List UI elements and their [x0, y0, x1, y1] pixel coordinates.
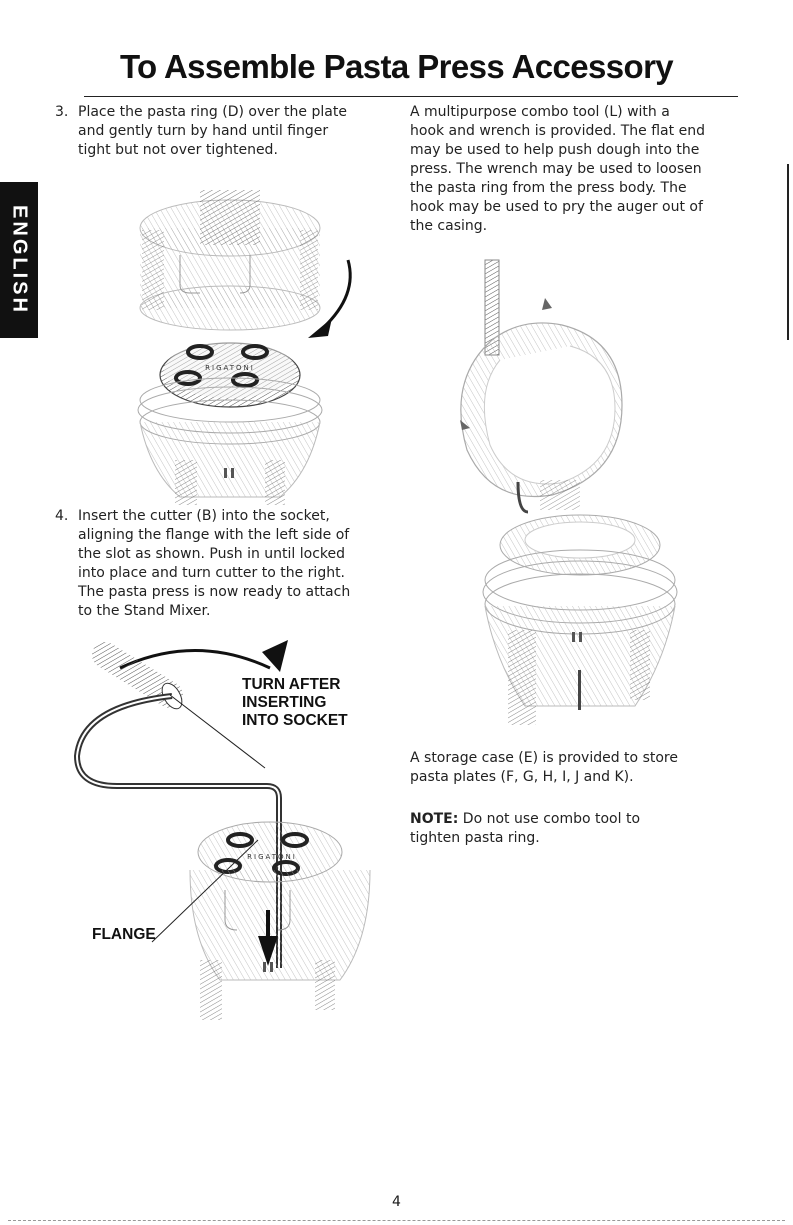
paragraph-line: press. The wrench may be used to loosen [410, 161, 702, 177]
step-line: the slot as shown. Push in until locked [78, 546, 346, 562]
paragraph-line: hook may be used to pry the auger out of [410, 199, 703, 215]
combo-tool-paragraph: A multipurpose combo tool (L) with a hoo… [410, 103, 705, 236]
paragraph-line: pasta plates (F, G, H, I, J and K). [410, 769, 634, 785]
turn-callout: TURN AFTER INSERTING INTO SOCKET [242, 676, 348, 730]
step-line: aligning the flange with the left side o… [78, 527, 350, 543]
margin-line [787, 164, 789, 340]
step-line: into place and turn cutter to the right. [78, 565, 346, 581]
pasta-ring-illustration: RIGATONI [137, 190, 352, 505]
cutter-illustration: RIGATONI [73, 640, 371, 1020]
plate-label: RIGATONI [205, 364, 255, 372]
step-line: Place the pasta ring (D) over the plate [78, 104, 347, 120]
step-number: 4. [55, 508, 69, 524]
plate-label: RIGATONI [247, 853, 297, 861]
bottom-rule [8, 1220, 785, 1221]
step-3: 3. Place the pasta ring (D) over the pla… [55, 103, 347, 160]
page-title: To Assemble Pasta Press Accessory [119, 48, 674, 85]
paragraph-line: hook and wrench is provided. The flat en… [410, 123, 705, 139]
step-line: The pasta press is now ready to attach [78, 584, 351, 600]
paragraph-line: A multipurpose combo tool (L) with a [410, 104, 670, 120]
paragraph-line: the pasta ring from the press body. The [410, 180, 687, 196]
language-tab: ENGLISH [0, 182, 38, 338]
callout-line: INTO SOCKET [242, 712, 348, 729]
callout-line: TURN AFTER [242, 676, 341, 693]
title-rule [84, 96, 738, 97]
note-text: Do not use combo tool to [458, 811, 641, 827]
paragraph-line: the casing. [410, 218, 488, 234]
paragraph-line: A storage case (E) is provided to store [410, 750, 678, 766]
language-tab-label: ENGLISH [8, 205, 31, 315]
callout-line: INSERTING [242, 694, 327, 711]
page-number: 4 [392, 1194, 401, 1210]
step-line: tight but not over tightened. [78, 142, 278, 158]
step-number: 3. [55, 104, 69, 120]
step-line: to the Stand Mixer. [78, 603, 211, 619]
paragraph-line: may be used to help push dough into the [410, 142, 700, 158]
storage-paragraph: A storage case (E) is provided to store … [410, 749, 678, 787]
combo-tool-illustration [460, 259, 678, 725]
step-4: 4. Insert the cutter (B) into the socket… [55, 507, 351, 621]
step-line: and gently turn by hand until finger [78, 123, 329, 139]
step-line: Insert the cutter (B) into the socket, [78, 508, 330, 524]
note-text: tighten pasta ring. [410, 830, 540, 846]
flange-label: FLANGE [92, 926, 156, 943]
note-paragraph: NOTE: Do not use combo tool to tighten p… [410, 810, 640, 848]
note-label: NOTE: [410, 811, 459, 827]
